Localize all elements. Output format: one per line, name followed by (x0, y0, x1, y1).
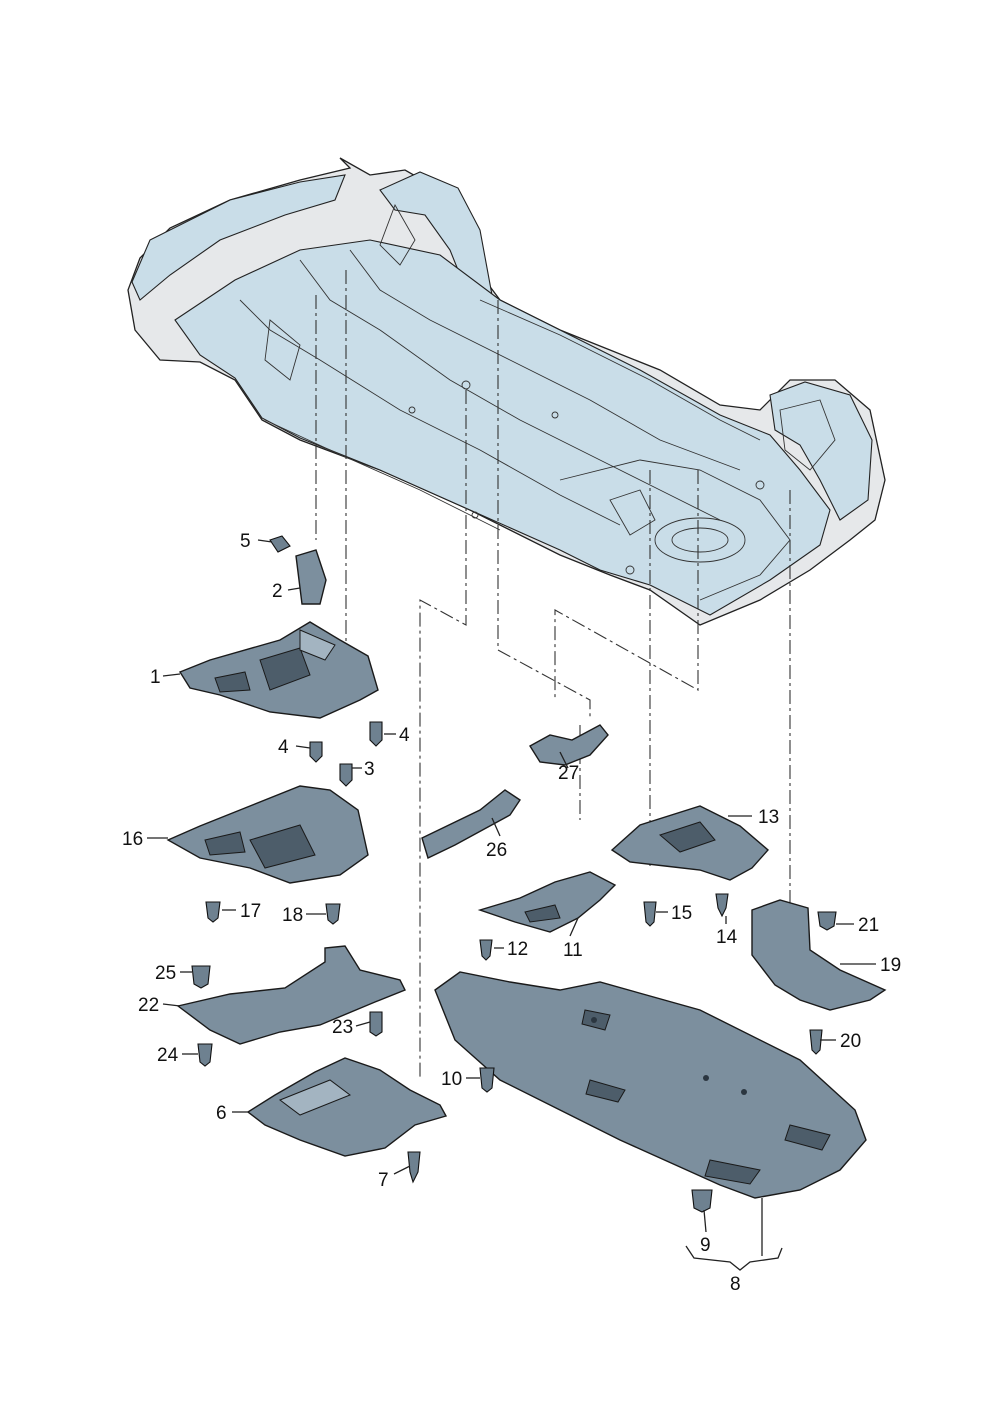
part-22-shield (176, 945, 406, 1045)
part-2-bracket (295, 549, 327, 605)
callout-26: 26 (486, 840, 507, 861)
fasteners (191, 721, 837, 1213)
part-6-shield (246, 1057, 448, 1157)
callout-13: 13 (758, 807, 779, 828)
callout-17: 17 (240, 901, 261, 922)
part-19-wheel-arch-shield (751, 899, 887, 1011)
callout-22: 22 (138, 995, 159, 1016)
leader-lines (147, 539, 876, 1271)
callout-19: 19 (880, 955, 901, 976)
callout-2: 2 (272, 581, 283, 602)
callout-25: 25 (155, 963, 176, 984)
callout-27: 27 (558, 763, 579, 784)
callout-24: 24 (157, 1045, 179, 1066)
callout-21: 21 (858, 915, 879, 936)
part-11-shield (477, 871, 617, 933)
callout-4-left: 4 (278, 737, 289, 758)
callout-3: 3 (364, 759, 375, 780)
callout-18: 18 (282, 905, 303, 926)
callout-23: 23 (332, 1017, 353, 1038)
vehicle-underbody (127, 157, 886, 626)
callout-8: 8 (730, 1274, 741, 1295)
part-27-bracket (529, 724, 609, 766)
callout-14: 14 (716, 927, 738, 948)
callout-16: 16 (122, 829, 143, 850)
part-13-shield (610, 805, 769, 881)
callout-labels: 5 2 1 4 4 3 16 17 18 25 22 23 24 6 7 10 … (122, 531, 901, 1295)
part-5-screw (269, 535, 291, 553)
callout-9: 9 (700, 1235, 711, 1256)
callout-15: 15 (671, 903, 692, 924)
callout-12: 12 (507, 939, 528, 960)
callout-6: 6 (216, 1103, 227, 1124)
callout-4-right: 4 (399, 725, 410, 746)
callout-1: 1 (150, 667, 161, 688)
part-8-center-shield (434, 971, 867, 1199)
callout-5: 5 (240, 531, 251, 552)
callout-20: 20 (840, 1031, 861, 1052)
part-1-engine-shield (178, 621, 379, 719)
assembly-lines (315, 270, 791, 1080)
callout-11: 11 (563, 940, 583, 961)
part-26-strip (421, 789, 521, 859)
callout-10: 10 (441, 1069, 462, 1090)
part-16-underbody-guard (166, 785, 369, 884)
callout-7: 7 (378, 1170, 389, 1191)
